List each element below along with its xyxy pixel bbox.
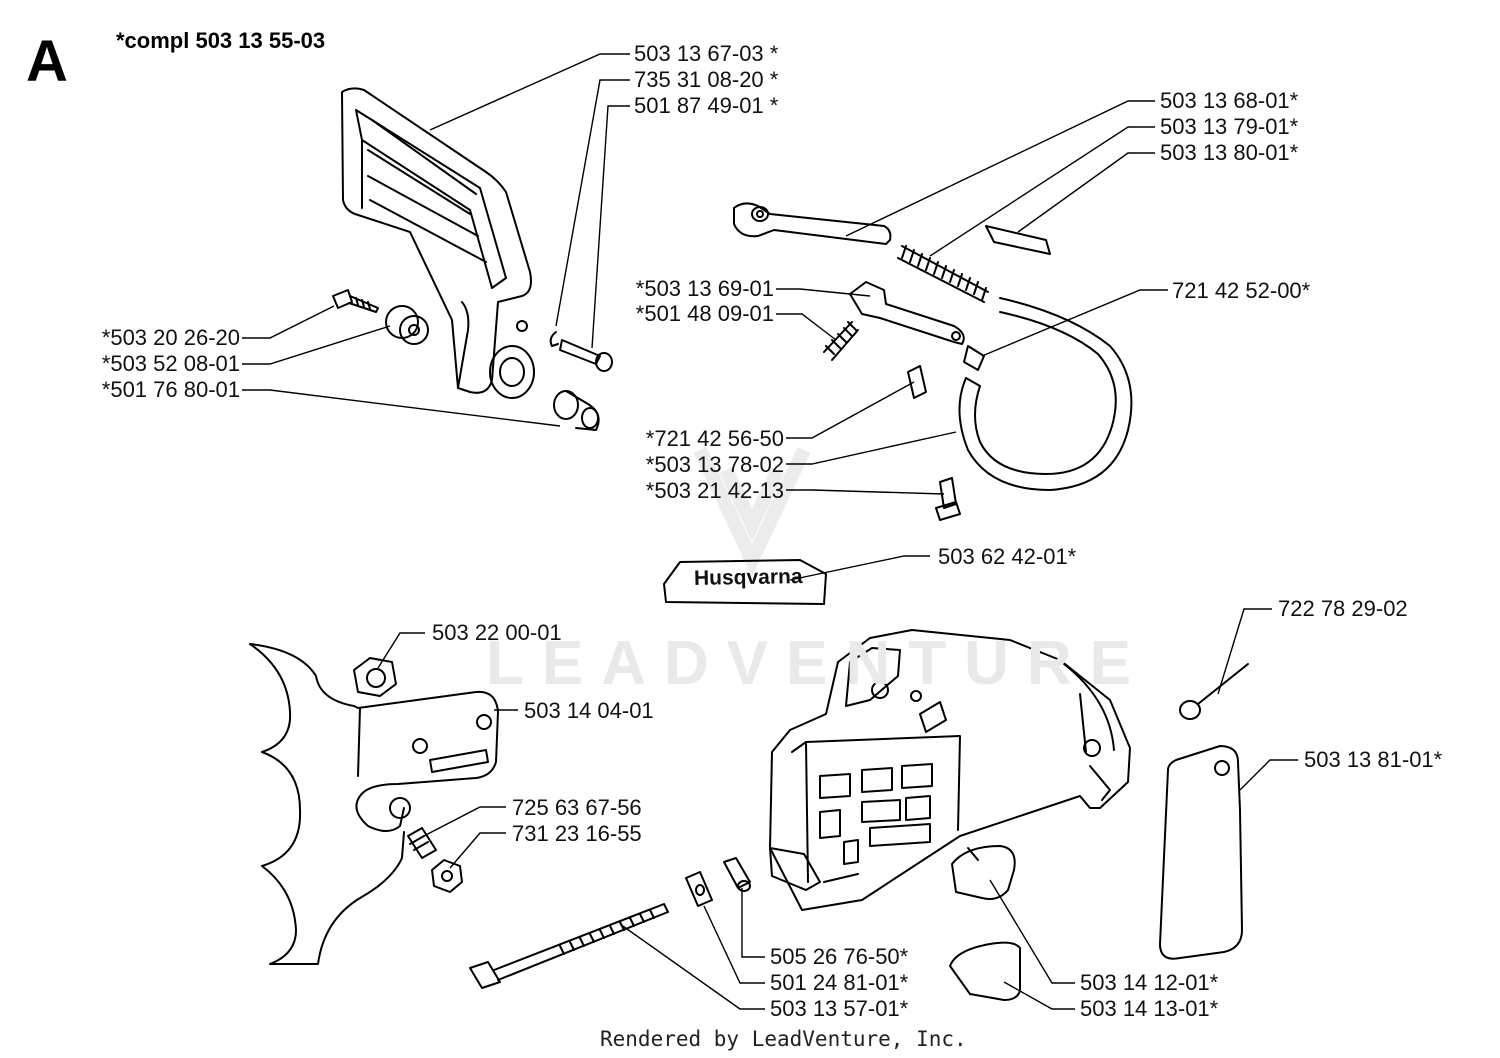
cover-plate-part xyxy=(1159,745,1243,960)
chassis-plate-part xyxy=(249,643,499,965)
band-pin-part xyxy=(907,365,927,399)
spring-pin-part xyxy=(1179,663,1249,720)
part-label: *501 76 80-01 xyxy=(101,377,240,402)
part-label: *503 21 42-13 xyxy=(645,478,784,503)
brake-spring-part xyxy=(897,245,989,303)
section-letter: A xyxy=(26,29,68,94)
part-label: 503 14 04-01 xyxy=(524,698,654,723)
flange-nut-part xyxy=(353,657,397,697)
assembly-note: *compl 503 13 55-03 xyxy=(116,28,326,53)
brake-band-part xyxy=(958,297,1133,491)
part-label: 505 26 76-50* xyxy=(770,944,909,969)
spacer-part xyxy=(385,305,429,345)
clutch-cover-part xyxy=(769,629,1131,911)
brake-rod-part xyxy=(733,202,892,245)
hand-guard-part xyxy=(341,87,535,399)
decal-part xyxy=(663,559,827,605)
part-label: 503 14 13-01* xyxy=(1080,996,1219,1021)
pivot-bushing-part xyxy=(553,390,600,431)
adjuster-washer-part xyxy=(685,871,713,907)
band-screw-part xyxy=(935,477,961,521)
part-label: 503 22 00-01 xyxy=(432,620,562,645)
pin-part xyxy=(559,339,613,372)
part-label: 722 78 29-02 xyxy=(1278,596,1408,621)
leader-lines xyxy=(242,53,1298,1010)
part-label: *503 20 26-20 xyxy=(101,325,240,350)
part-label: 503 13 79-01* xyxy=(1160,114,1299,139)
retaining-ring-part xyxy=(549,331,559,347)
part-label: *503 13 69-01 xyxy=(635,276,774,301)
footer-credit: Rendered by LeadVenture, Inc. xyxy=(600,1027,967,1051)
part-label: 731 23 16-55 xyxy=(512,821,642,846)
adjuster-pin-part xyxy=(723,857,751,892)
decal-text: Husqvarna xyxy=(693,565,803,590)
lever-spring-part xyxy=(823,321,859,361)
part-label: 503 14 12-01* xyxy=(1080,970,1219,995)
nut-part xyxy=(431,859,463,893)
watermark: LEADVENTURE xyxy=(486,629,1150,698)
wedge-part xyxy=(985,225,1051,255)
part-label: 503 13 68-01* xyxy=(1160,88,1299,113)
brake-screw-part xyxy=(332,289,379,313)
part-label: 721 42 52-00* xyxy=(1172,278,1311,303)
part-label: 501 24 81-01* xyxy=(770,970,909,995)
part-label: 501 87 49-01 * xyxy=(634,93,779,118)
tensioner-screw-part xyxy=(469,903,669,989)
part-label: *501 48 09-01 xyxy=(635,301,774,326)
part-label: *503 52 08-01 xyxy=(101,351,240,376)
part-label: 735 31 08-20 * xyxy=(634,67,779,92)
part-label: 503 13 81-01* xyxy=(1304,747,1443,772)
part-label: 503 13 67-03 * xyxy=(634,41,779,66)
part-label: 503 13 57-01* xyxy=(770,996,909,1021)
part-label: 503 62 42-01* xyxy=(938,544,1077,569)
chain-catcher-lower-part xyxy=(949,941,1021,1001)
part-label: 725 63 67-56 xyxy=(512,795,642,820)
part-label: *721 42 56-50 xyxy=(645,426,784,451)
chain-catcher-upper-part xyxy=(951,845,1016,900)
part-label: *503 13 78-02 xyxy=(645,452,784,477)
part-label: 503 13 80-01* xyxy=(1160,140,1299,165)
brake-lever-part xyxy=(849,281,965,345)
